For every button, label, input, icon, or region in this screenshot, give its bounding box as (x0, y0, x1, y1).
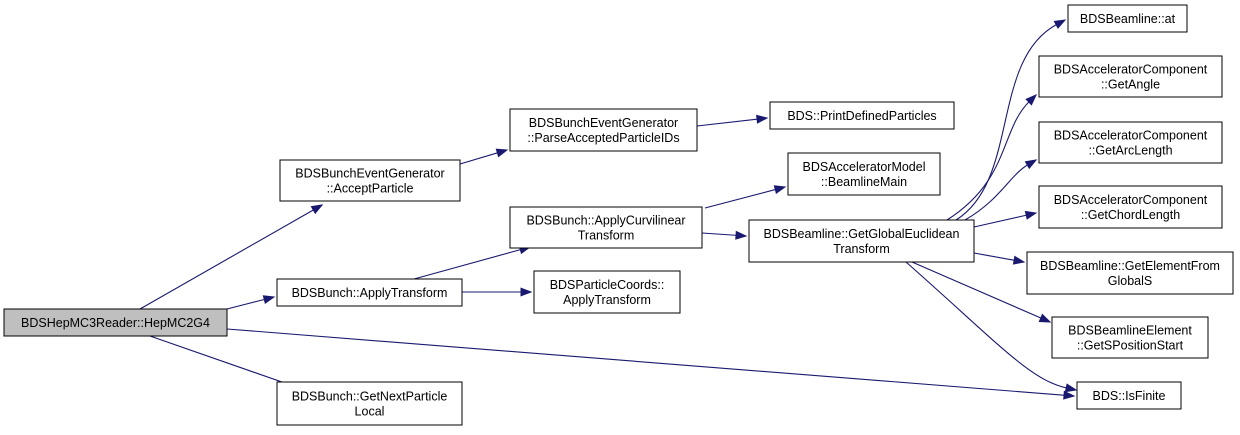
edge-applyTransform-to-particleCoords-arrowhead (520, 287, 533, 297)
edge-applyCurvilinear-to-globalEuclidean (701, 232, 738, 236)
edge-hepmc2g4-to-acceptParticle (139, 208, 315, 310)
node-getSPositionStart[interactable]: BDSBeamlineElement::GetSPositionStart (1051, 316, 1209, 359)
node-particleCoords-box[interactable] (533, 270, 681, 314)
edge-globalEuclidean-to-getSPositionStart (911, 261, 1042, 319)
node-getNextParticle-label-0: BDSBunch::GetNextParticle (292, 390, 448, 404)
node-isFinite[interactable]: BDS::IsFinite (1076, 381, 1182, 410)
node-printDefined-label-0: BDS::PrintDefinedParticles (787, 109, 936, 123)
node-parseIDs[interactable]: BDSBunchEventGenerator::ParseAcceptedPar… (509, 108, 698, 152)
node-getNextParticle-box[interactable] (276, 381, 463, 426)
node-globalEuclidean-box[interactable] (748, 219, 975, 263)
node-printDefined-box[interactable] (769, 101, 955, 130)
edge-globalEuclidean-to-getSPositionStart-arrowhead (1038, 313, 1052, 323)
node-getSPositionStart-box[interactable] (1051, 316, 1209, 359)
nodes-layer: BDSHepMC3Reader::HepMC2G4 BDSBunchEventGe… (3, 4, 1234, 426)
edge-globalEuclidean-to-getElementFrom-arrowhead (1012, 255, 1026, 265)
edge-parseIDs-to-printDefined-arrowhead (756, 114, 769, 124)
node-printDefined[interactable]: BDS::PrintDefinedParticles (769, 101, 955, 130)
node-globalEuclidean-label-0: BDSBeamline::GetGlobalEuclidean (764, 227, 960, 241)
node-hepmc2g4[interactable]: BDSHepMC3Reader::HepMC2G4 (3, 308, 228, 337)
node-getSPositionStart-label-0: BDSBeamlineElement (1068, 324, 1192, 338)
node-getElementFrom-box[interactable] (1026, 251, 1234, 295)
node-beamlineMain-label-0: BDSAcceleratorModel (803, 160, 926, 174)
node-getSPositionStart-label-1: ::GetSPositionStart (1077, 339, 1184, 353)
node-applyTransform[interactable]: BDSBunch::ApplyTransform (276, 278, 463, 307)
node-getAngle-label-1: ::GetAngle (1101, 78, 1160, 92)
node-getNextParticle-label-1: Local (355, 405, 385, 419)
node-particleCoords[interactable]: BDSParticleCoords::ApplyTransform (533, 270, 681, 314)
node-getAngle-label-0: BDSAcceleratorComponent (1054, 63, 1208, 77)
edge-acceptParticle-to-parseIDs-arrowhead (495, 148, 509, 158)
node-beamlineAt-label-0: BDSBeamline::at (1080, 12, 1176, 26)
edge-acceptParticle-to-parseIDs (459, 152, 499, 165)
edge-hepmc2g4-to-getNextParticle (149, 335, 294, 387)
edge-hepmc2g4-to-applyTransform-arrowhead (262, 295, 276, 304)
node-acceptParticle-label-1: ::AcceptParticle (327, 182, 414, 196)
edge-applyCurvilinear-to-beamlineMain-arrowhead (773, 185, 787, 195)
node-parseIDs-label-1: ::ParseAcceptedParticleIDs (527, 131, 679, 145)
node-beamlineAt[interactable]: BDSBeamline::at (1067, 4, 1188, 33)
node-beamlineMain-label-1: ::BeamlineMain (821, 175, 907, 189)
node-hepmc2g4-label-0: BDSHepMC3Reader::HepMC2G4 (21, 316, 210, 330)
node-particleCoords-label-1: ApplyTransform (563, 293, 651, 307)
edge-globalEuclidean-to-beamlineAt-arrowhead (1053, 19, 1067, 29)
node-beamlineMain-box[interactable] (787, 152, 941, 196)
node-parseIDs-box[interactable] (509, 108, 698, 152)
node-acceptParticle-box[interactable] (279, 159, 461, 202)
node-isFinite-box[interactable] (1076, 381, 1182, 410)
node-acceptParticle[interactable]: BDSBunchEventGenerator::AcceptParticle (279, 159, 461, 202)
edge-globalEuclidean-to-getAngle-arrowhead (1025, 94, 1038, 106)
node-acceptParticle-label-0: BDSBunchEventGenerator (295, 167, 444, 181)
node-beamlineAt-box[interactable] (1067, 4, 1188, 33)
edge-parseIDs-to-printDefined (696, 118, 759, 127)
node-getElementFrom-label-1: GlobalS (1108, 274, 1152, 288)
node-beamlineMain[interactable]: BDSAcceleratorModel::BeamlineMain (787, 152, 941, 196)
node-getArcLength[interactable]: BDSAcceleratorComponent::GetArcLength (1038, 121, 1223, 164)
edge-applyTransform-to-applyCurvilinear (413, 248, 522, 280)
edge-applyCurvilinear-to-beamlineMain (704, 188, 777, 209)
node-applyTransform-box[interactable] (276, 278, 463, 307)
edge-globalEuclidean-to-getArcLength (964, 164, 1029, 221)
node-getChordLength-box[interactable] (1038, 185, 1223, 229)
edge-globalEuclidean-to-getAngle (946, 100, 1030, 221)
edge-globalEuclidean-to-getArcLength-arrowhead (1024, 159, 1038, 170)
edge-applyCurvilinear-to-globalEuclidean-arrowhead (735, 230, 748, 240)
node-getChordLength-label-0: BDSAcceleratorComponent (1054, 193, 1208, 207)
node-hepmc2g4-box[interactable] (3, 308, 228, 337)
node-globalEuclidean-label-1: Transform (833, 242, 890, 256)
node-getElementFrom-label-0: BDSBeamline::GetElementFrom (1040, 259, 1220, 273)
edge-globalEuclidean-to-getChordLength (973, 214, 1028, 228)
edge-hepmc2g4-to-applyTransform (226, 298, 266, 310)
edge-globalEuclidean-to-beamlineAt (955, 23, 1058, 221)
edges-layer (139, 19, 1078, 400)
node-getChordLength[interactable]: BDSAcceleratorComponent::GetChordLength (1038, 185, 1223, 229)
node-applyCurvilinear-box[interactable] (509, 206, 703, 249)
node-getAngle-box[interactable] (1038, 55, 1223, 98)
edge-hepmc2g4-to-isFinite (226, 328, 1066, 396)
node-applyCurvilinear-label-1: Transform (578, 229, 635, 243)
node-applyCurvilinear-label-0: BDSBunch::ApplyCurvilinear (526, 214, 685, 228)
node-parseIDs-label-0: BDSBunchEventGenerator (529, 116, 678, 130)
edge-globalEuclidean-to-isFinite (905, 261, 1068, 389)
node-getArcLength-label-0: BDSAcceleratorComponent (1054, 129, 1208, 143)
node-getChordLength-label-1: ::GetChordLength (1081, 208, 1180, 222)
node-getAngle[interactable]: BDSAcceleratorComponent::GetAngle (1038, 55, 1223, 98)
edge-hepmc2g4-to-acceptParticle-arrowhead (310, 204, 324, 215)
node-applyTransform-label-0: BDSBunch::ApplyTransform (292, 286, 448, 300)
node-particleCoords-label-0: BDSParticleCoords:: (550, 278, 665, 292)
edge-globalEuclidean-to-getElementFrom (973, 252, 1016, 261)
edge-globalEuclidean-to-isFinite-arrowhead (1064, 383, 1078, 393)
node-getArcLength-box[interactable] (1038, 121, 1223, 164)
node-isFinite-label-0: BDS::IsFinite (1093, 389, 1166, 403)
edge-globalEuclidean-to-getChordLength-arrowhead (1024, 210, 1038, 220)
edge-hepmc2g4-to-isFinite-arrowhead (1063, 390, 1076, 400)
node-getArcLength-label-1: ::GetArcLength (1088, 144, 1172, 158)
